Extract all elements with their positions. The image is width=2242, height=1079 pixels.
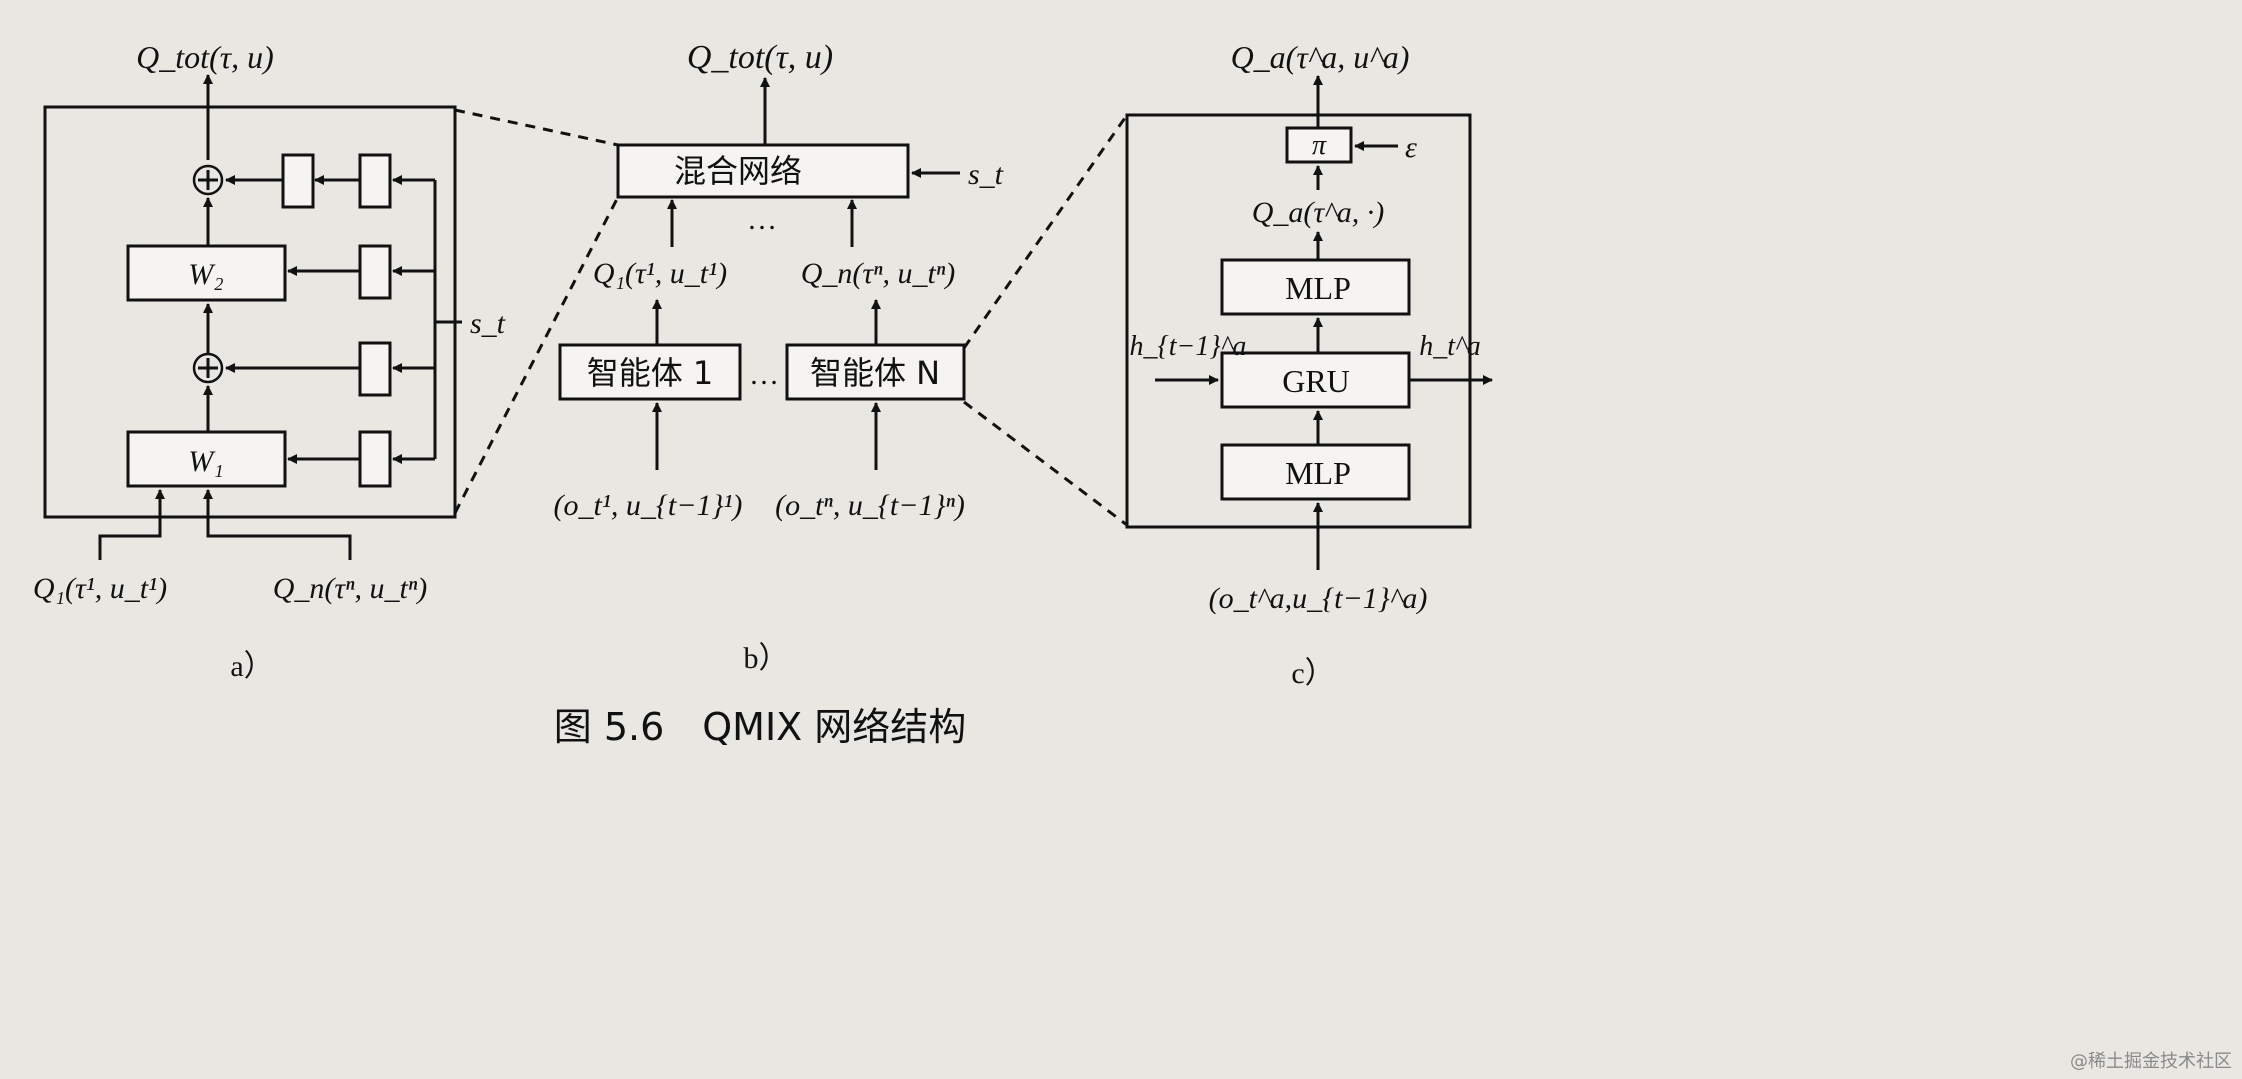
gru-box	[1220, 351, 1411, 409]
mlp-bottom-label: MLP	[1285, 455, 1351, 491]
agent-1-box	[558, 343, 742, 401]
mlp-top-box	[1220, 258, 1411, 316]
obs1-label: (o_t¹, u_{t−1}¹)	[554, 489, 743, 522]
panel-c-obs-label: (o_t^a,u_{t−1}^a)	[1209, 582, 1428, 615]
qa-output-label: Q_a(τ^a, u^a)	[1231, 39, 1410, 75]
agents-dots: …	[749, 358, 779, 391]
mlp-bottom-box	[1220, 443, 1411, 501]
panel-b-caption: b）	[744, 642, 789, 675]
hyper-box-top-right	[358, 153, 392, 209]
panel-b-state-label: s_t	[968, 158, 1004, 191]
policy-box	[1285, 126, 1353, 164]
qn-input-label: Q_n(τⁿ, u_tⁿ)	[273, 572, 428, 605]
hyper-box-w1	[358, 430, 392, 488]
gru-label: GRU	[1282, 363, 1350, 399]
zoom-line-b-bottom	[963, 400, 1128, 527]
w2-box	[126, 244, 287, 302]
panel-c-frame	[1125, 113, 1472, 529]
panel-b-q1-label: Q₁(τ¹, u_t¹)	[593, 257, 727, 290]
mixer-input-dots: …	[747, 203, 777, 236]
epsilon-label: ε	[1405, 131, 1417, 164]
q1-input-label: Q₁(τ¹, u_t¹)	[33, 572, 167, 605]
panel-b: Q_tot(τ, u) 混合网络 s_t … Q₁(τ¹, u_t¹) Q_n(…	[554, 39, 1004, 675]
watermark-text: @稀土掘金技术社区	[2070, 1051, 2232, 1072]
panel-a: Q_tot(τ, u) W₂ W₁	[33, 39, 506, 683]
zoom-line-a-bottom	[453, 196, 620, 514]
obsn-label: (o_tⁿ, u_{t−1}ⁿ)	[775, 489, 965, 522]
policy-label: π	[1312, 130, 1327, 161]
w1-label: W₁	[188, 445, 223, 478]
zoom-line-a-top	[454, 108, 619, 147]
panel-c-caption: c）	[1291, 657, 1334, 690]
hidden-next-label: h_t^a	[1419, 331, 1481, 362]
agent-n-box	[785, 343, 966, 401]
hyper-box-mid	[358, 341, 392, 397]
zoom-line-b-top	[962, 114, 1129, 349]
panel-b-qtot-label: Q_tot(τ, u)	[687, 39, 833, 76]
hyper-box-w2	[358, 244, 392, 300]
panel-a-add-node-top	[192, 164, 224, 196]
panel-a-state-label: s_t	[470, 307, 506, 340]
agent-1-label: 智能体 1	[587, 354, 714, 392]
panel-a-qtot-label: Q_tot(τ, u)	[136, 39, 274, 75]
q1-input-arrow	[98, 489, 165, 560]
w1-box	[126, 430, 287, 488]
figure-caption: 图 5.6 QMIX 网络结构	[554, 705, 967, 749]
mixing-network-box	[616, 143, 910, 199]
panel-b-qn-label: Q_n(τⁿ, u_tⁿ)	[801, 257, 956, 290]
hidden-prev-label: h_{t−1}^a	[1130, 331, 1247, 362]
hyper-box-top-left	[281, 153, 315, 209]
qa-dot-label: Q_a(τ^a, ·)	[1252, 196, 1385, 229]
panel-a-caption: a）	[230, 650, 273, 683]
agent-n-label: 智能体 N	[810, 354, 940, 392]
mlp-top-label: MLP	[1285, 270, 1351, 306]
panel-c: Q_a(τ^a, u^a) π ε Q_a(τ^a, ·) MLP GRU h_…	[1125, 39, 1493, 690]
w2-label: W₂	[188, 258, 223, 291]
qn-input-arrow	[203, 489, 352, 560]
mixing-network-label: 混合网络	[674, 152, 802, 190]
panel-a-frame	[43, 105, 457, 519]
